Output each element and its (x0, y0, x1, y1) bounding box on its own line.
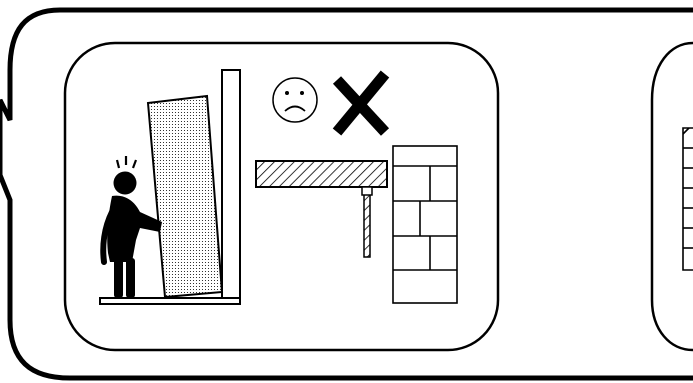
outer-bubble-frame (0, 7, 693, 381)
x-mark-icon (332, 70, 390, 136)
panel-second (650, 41, 693, 352)
panel-frame-second (650, 41, 693, 352)
sad-face-icon (272, 77, 318, 123)
child-figure (100, 156, 162, 298)
leaning-panel (146, 94, 224, 299)
bracket (363, 193, 371, 258)
bracket-top (361, 186, 373, 196)
shelf (255, 160, 388, 188)
brick-wall-second (682, 127, 693, 271)
floor (99, 297, 241, 305)
brick-wall (392, 145, 458, 304)
panel-incorrect (63, 41, 500, 352)
wall (221, 69, 241, 305)
